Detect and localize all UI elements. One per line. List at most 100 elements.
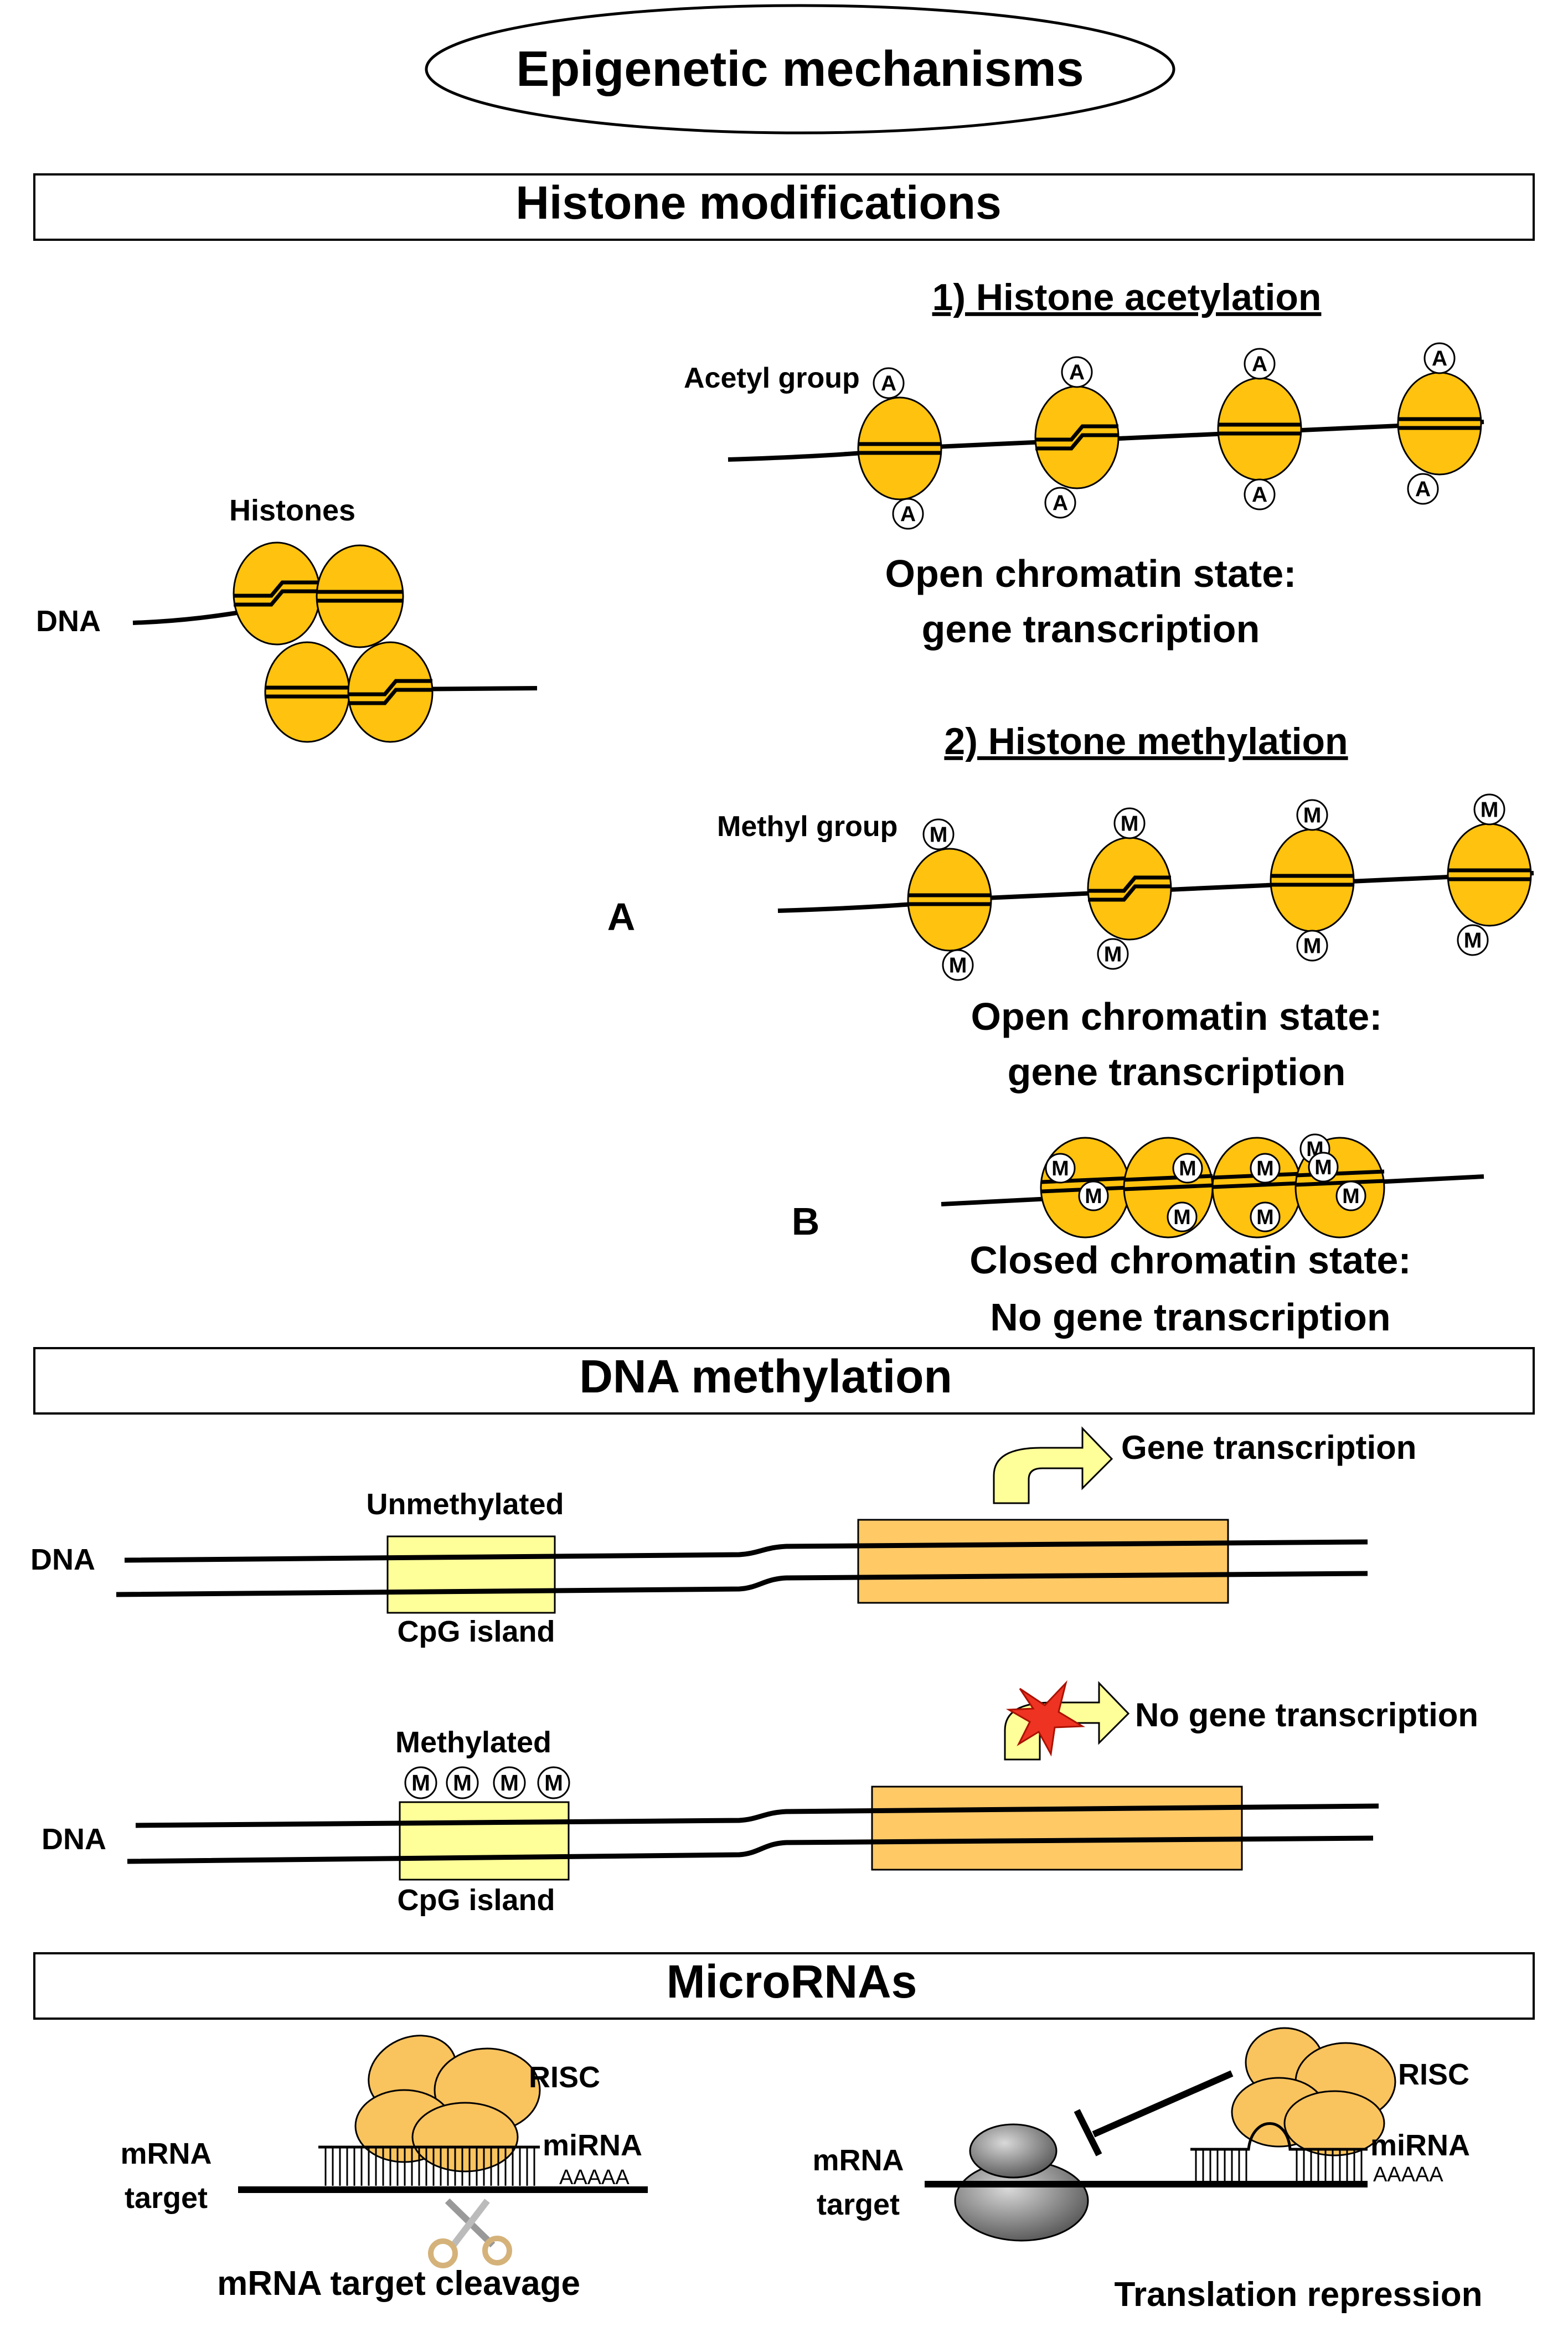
page-title: Epigenetic mechanisms bbox=[516, 42, 1084, 97]
modification-badge bbox=[1244, 478, 1276, 510]
modification-badge-letter: A bbox=[1069, 361, 1085, 385]
dna-strand-lower-bottom bbox=[127, 1835, 1374, 1864]
histone-section-header: Histone modifications bbox=[515, 177, 1001, 229]
mirna-label-left: miRNA bbox=[543, 2129, 642, 2162]
modification-badge bbox=[493, 1766, 526, 1799]
modification-badge-letter: M bbox=[500, 1770, 519, 1795]
dna-strand-upper-bottom bbox=[116, 1571, 1368, 1597]
acetyl-group-label: Acetyl group bbox=[684, 362, 860, 394]
histone-octamer bbox=[347, 641, 434, 743]
micrornas-header-box bbox=[33, 1952, 1535, 2020]
modification-badge bbox=[1335, 1180, 1366, 1211]
modification-badge-letter: M bbox=[1104, 943, 1122, 967]
modification-badge-letter: M bbox=[544, 1770, 563, 1795]
methylation-closed-line1: Closed chromatin state: bbox=[969, 1239, 1411, 1282]
modification-badge bbox=[1473, 793, 1505, 825]
methylated-label: Methylated bbox=[395, 1726, 551, 1759]
dna-methylation-header: DNA methylation bbox=[579, 1350, 952, 1402]
dna-label-upper: DNA bbox=[30, 1543, 95, 1576]
modification-badge bbox=[1423, 342, 1456, 374]
modification-badge bbox=[404, 1766, 437, 1799]
dna-wrap bbox=[348, 679, 432, 696]
modification-badge-letter: M bbox=[930, 823, 948, 847]
modification-badge bbox=[1044, 487, 1076, 519]
dna-wrap bbox=[1212, 1181, 1302, 1189]
risc-label-right: RISC bbox=[1398, 2058, 1469, 2091]
cpg-label-lower: CpG island bbox=[397, 1884, 555, 1917]
modification-badge-letter: A bbox=[881, 372, 896, 396]
nucleosome-cluster bbox=[132, 541, 538, 743]
dna-methylation-header-box bbox=[33, 1347, 1535, 1415]
gene-body-upper bbox=[857, 1519, 1229, 1604]
modification-badge bbox=[1045, 1153, 1076, 1184]
dna-strand-lower-top bbox=[135, 1803, 1379, 1828]
target-label-right: target bbox=[817, 2188, 900, 2221]
histone-octamer bbox=[1087, 837, 1172, 941]
modification-badge bbox=[1113, 807, 1146, 839]
acetylation-state-line2: gene transcription bbox=[922, 607, 1260, 651]
modification-badge-letter: M bbox=[1256, 1205, 1273, 1229]
modification-badge bbox=[922, 818, 955, 850]
dna-label-lower: DNA bbox=[42, 1823, 106, 1856]
modification-badge bbox=[1407, 473, 1439, 505]
risc-label-left: RISC bbox=[529, 2061, 600, 2094]
cpg-island-upper bbox=[386, 1535, 556, 1614]
dna-wrap bbox=[348, 688, 432, 705]
modification-badge-letter: M bbox=[1121, 812, 1139, 836]
modification-badge bbox=[1078, 1180, 1109, 1211]
modification-badge bbox=[1296, 930, 1328, 962]
modification-badge bbox=[1250, 1153, 1281, 1184]
polya-label-left: AAAAA bbox=[559, 2166, 630, 2189]
modification-badge bbox=[942, 949, 974, 981]
transcription-arrow bbox=[993, 1426, 1113, 1504]
histone-octamer bbox=[1447, 823, 1532, 927]
modification-badge bbox=[446, 1766, 479, 1799]
modification-badge bbox=[1296, 799, 1328, 831]
methylation-title: 2) Histone methylation bbox=[944, 720, 1348, 762]
modification-badge-letter: M bbox=[1464, 929, 1482, 953]
modification-badge-letter: A bbox=[1252, 353, 1267, 376]
modification-badge-letter: M bbox=[949, 954, 967, 978]
histones-label: Histones bbox=[229, 494, 355, 527]
histone-octamer bbox=[857, 396, 942, 501]
gene-body-lower bbox=[871, 1786, 1243, 1871]
modification-badge bbox=[1061, 356, 1093, 388]
histone-octamer bbox=[1034, 385, 1120, 489]
modification-badge bbox=[892, 498, 924, 530]
methylation-open-line2: gene transcription bbox=[1008, 1050, 1346, 1093]
histone-octamer bbox=[264, 641, 350, 743]
dna-wrap bbox=[1035, 433, 1118, 451]
modification-badge bbox=[537, 1766, 570, 1799]
dna-wrap bbox=[234, 580, 320, 598]
histone-octamer bbox=[1217, 377, 1302, 481]
histone-section-header-box bbox=[33, 173, 1535, 241]
modification-badge-letter: M bbox=[1179, 1157, 1196, 1180]
dna-wrap bbox=[1088, 875, 1171, 893]
inhibition-symbol bbox=[1074, 2070, 1234, 2156]
histone-octamer bbox=[907, 848, 992, 952]
dna-wrap bbox=[1088, 884, 1171, 902]
histone-octamer bbox=[1270, 828, 1355, 932]
histone-octamer bbox=[233, 541, 321, 646]
modification-badge-letter: M bbox=[1256, 1157, 1273, 1180]
panel-label-b: B bbox=[792, 1200, 820, 1243]
dna-strand-upper-top bbox=[124, 1539, 1368, 1563]
modification-badge-letter: A bbox=[900, 503, 916, 527]
mrna-label-left: mRNA bbox=[120, 2137, 212, 2170]
histone-octamer bbox=[316, 544, 404, 648]
mirna-duplex-right bbox=[1190, 2122, 1368, 2181]
dna-wrap bbox=[1035, 424, 1118, 442]
cleavage-label: mRNA target cleavage bbox=[217, 2264, 580, 2303]
modification-badge-letter: M bbox=[453, 1770, 472, 1795]
modification-badge-letter: M bbox=[1314, 1155, 1332, 1179]
modification-badge-letter: M bbox=[1481, 798, 1499, 822]
modification-badge-letter: A bbox=[1053, 492, 1068, 515]
modification-badge-letter: M bbox=[1051, 1157, 1069, 1180]
modification-badge-letter: M bbox=[1342, 1184, 1359, 1208]
micrornas-header: MicroRNAs bbox=[667, 1955, 917, 2008]
methylation-closed-line2: No gene transcription bbox=[990, 1296, 1390, 1339]
gene-transcription-label: Gene transcription bbox=[1121, 1429, 1416, 1466]
